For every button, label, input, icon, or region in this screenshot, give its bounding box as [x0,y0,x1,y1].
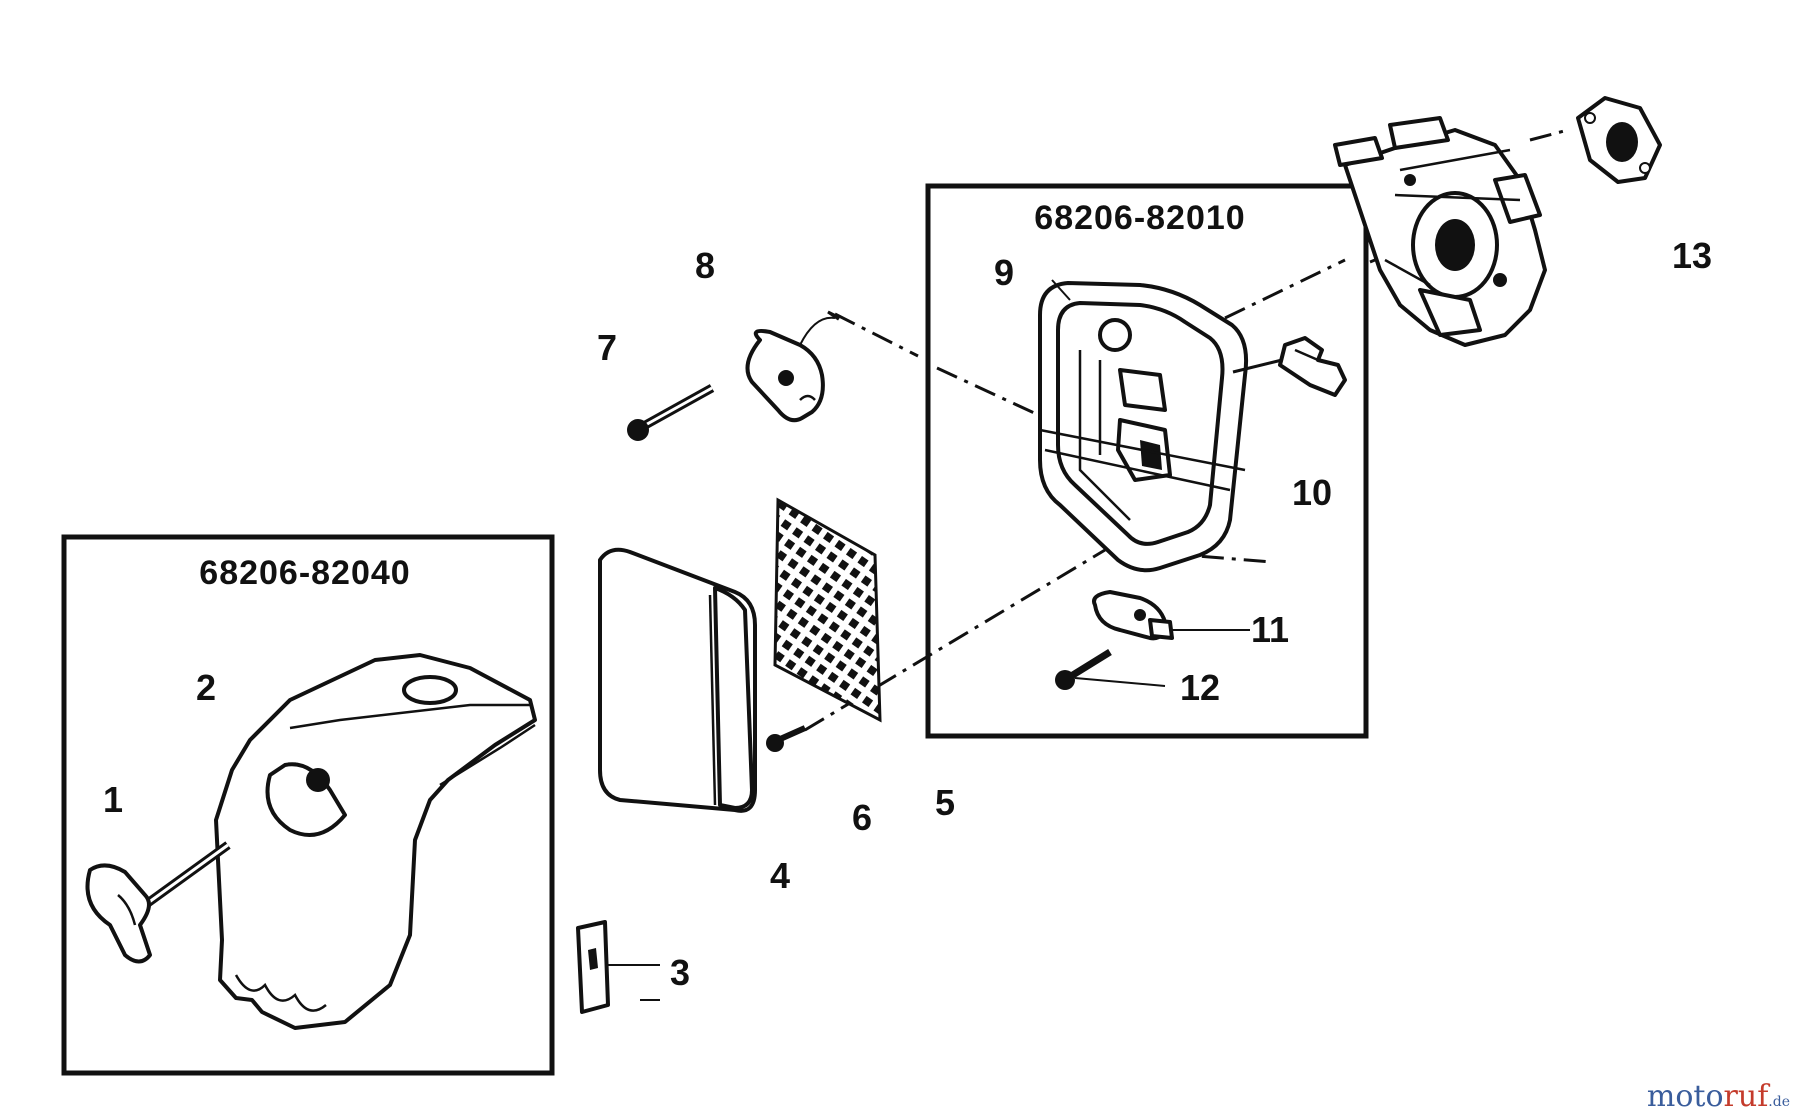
part-number-4: 4 [770,855,790,896]
carburetor [1333,116,1547,347]
plate-part [576,920,610,1014]
part-number-8: 8 [695,245,715,286]
kit-label-left: 68206-82040 [199,554,410,592]
part-number-10: 10 [1292,472,1332,513]
wing-knob-screw [85,841,231,964]
small-screw-6 [766,725,807,752]
leader-lines [608,279,1250,1001]
kit-label-right: 68206-82010 [1034,199,1245,237]
part-number-9: 9 [994,252,1014,293]
part-number-12: 12 [1180,667,1220,708]
part-number-11: 11 [1251,609,1289,650]
bolt-12 [1055,649,1112,690]
watermark-logo: motoruf.de [1646,1079,1790,1114]
part-number-7: 7 [597,327,617,368]
plate-8 [745,310,841,423]
part-number-3: 3 [670,952,690,993]
gasket-13 [1576,96,1662,184]
bolt-7 [627,384,715,441]
air-cleaner-base [1038,281,1249,573]
bracket-10 [1232,336,1347,397]
part-numbers: 1 2 3 4 5 6 7 8 9 10 11 12 13 [103,235,1712,993]
plate-11 [1092,590,1174,641]
foam-element [598,547,757,813]
part-number-6: 6 [852,797,872,838]
kit-box-right [925,183,1369,739]
kit-box-left [61,534,555,1076]
air-cleaner-cover [214,653,537,1030]
part-number-13: 13 [1672,235,1712,276]
part-number-5: 5 [935,782,955,823]
part-number-2: 2 [196,667,216,708]
part-number-1: 1 [103,779,123,820]
mesh-screen [773,497,882,723]
